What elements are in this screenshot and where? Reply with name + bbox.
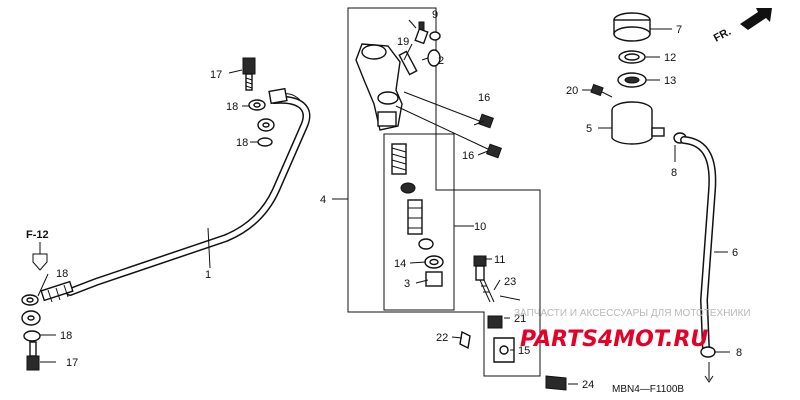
mounting-bolt-2	[395, 105, 502, 159]
label-11: 11	[494, 254, 505, 266]
label-18-bottom-2: 18	[60, 330, 72, 342]
label-2: 2	[438, 55, 444, 67]
label-15: 15	[518, 345, 530, 357]
label-17-bottom: 17	[66, 357, 78, 369]
label-18-top-2: 18	[236, 137, 248, 149]
set-plate	[618, 50, 646, 64]
ref-f12: F-12	[26, 229, 49, 241]
master-cylinder-body	[355, 43, 403, 131]
push-rod-nut	[425, 271, 443, 287]
label-18-top-1: 18	[226, 101, 238, 113]
label-23: 23	[504, 276, 516, 288]
label-12: 12	[664, 52, 676, 64]
cotter-pin	[499, 295, 521, 301]
label-3: 3	[404, 278, 410, 290]
lock-nut	[487, 315, 503, 329]
primary-cup	[400, 182, 416, 194]
master-cylinder-bracket	[347, 7, 541, 377]
sealing-washer-top-2	[257, 137, 273, 147]
label-7: 7	[676, 24, 682, 36]
label-4: 4	[320, 194, 326, 206]
direction-label: FR.	[712, 26, 733, 45]
banjo-bolt-top	[242, 57, 256, 91]
reservoir-tank	[611, 101, 665, 145]
watermark-brand: PARTS4MOT.RU	[520, 327, 708, 352]
label-10: 10	[474, 221, 486, 233]
label-24: 24	[582, 379, 594, 391]
label-8-top: 8	[671, 167, 677, 179]
piston-spring	[391, 143, 407, 175]
sealing-washer-bottom-1	[21, 294, 39, 306]
label-21: 21	[514, 313, 526, 325]
sealing-washer-bottom-2	[23, 330, 41, 342]
label-5: 5	[586, 123, 592, 135]
ref-arrow-f12	[32, 253, 48, 271]
label-6: 6	[732, 247, 738, 259]
push-rod	[473, 255, 495, 303]
mounting-bolt-1	[403, 91, 494, 129]
reservoir-screw	[590, 83, 613, 98]
brake-hose	[40, 87, 311, 303]
diagram-code: MBN4—F1100B	[612, 384, 684, 395]
reservoir-hose	[680, 136, 717, 354]
banjo-fitting-top	[257, 118, 275, 132]
hose-joint	[398, 50, 418, 76]
reservoir-cap	[613, 12, 651, 42]
rod-pin	[545, 375, 567, 391]
circlip	[429, 31, 441, 41]
watermark-tagline: ЗАПЧАСТИ И АКСЕССУАРЫ ДЛЯ МОТОТЕХНИКИ	[514, 308, 751, 319]
joint-screw	[414, 21, 429, 45]
label-8-bottom: 8	[736, 347, 742, 359]
piston	[407, 199, 423, 235]
part-labels: 17 18 18 1 18 18 17 4 9 19 2 16 16 10 11…	[56, 9, 742, 391]
circlip-lower	[418, 238, 434, 250]
label-1: 1	[205, 269, 211, 281]
diaphragm	[617, 72, 647, 88]
label-17-top: 17	[210, 69, 222, 81]
label-20: 20	[566, 85, 578, 97]
label-14: 14	[394, 258, 406, 270]
label-22: 22	[436, 332, 448, 344]
banjo-fitting-bottom	[21, 310, 41, 326]
label-9: 9	[432, 9, 438, 21]
label-19: 19	[397, 36, 409, 48]
label-18-bottom-1: 18	[56, 268, 68, 280]
rod-joint	[493, 337, 515, 363]
banjo-bolt-bottom	[26, 341, 40, 371]
front-direction-arrow	[740, 8, 772, 30]
boot	[424, 255, 444, 269]
joint-pin	[459, 330, 471, 350]
label-16-lower: 16	[462, 150, 474, 162]
watermark: ЗАПЧАСТИ И АКСЕССУАРЫ ДЛЯ МОТОТЕХНИКИ PA…	[514, 308, 751, 352]
sealing-washer-top-1	[248, 99, 266, 111]
label-16-right: 16	[478, 92, 490, 104]
label-13: 13	[664, 75, 676, 87]
